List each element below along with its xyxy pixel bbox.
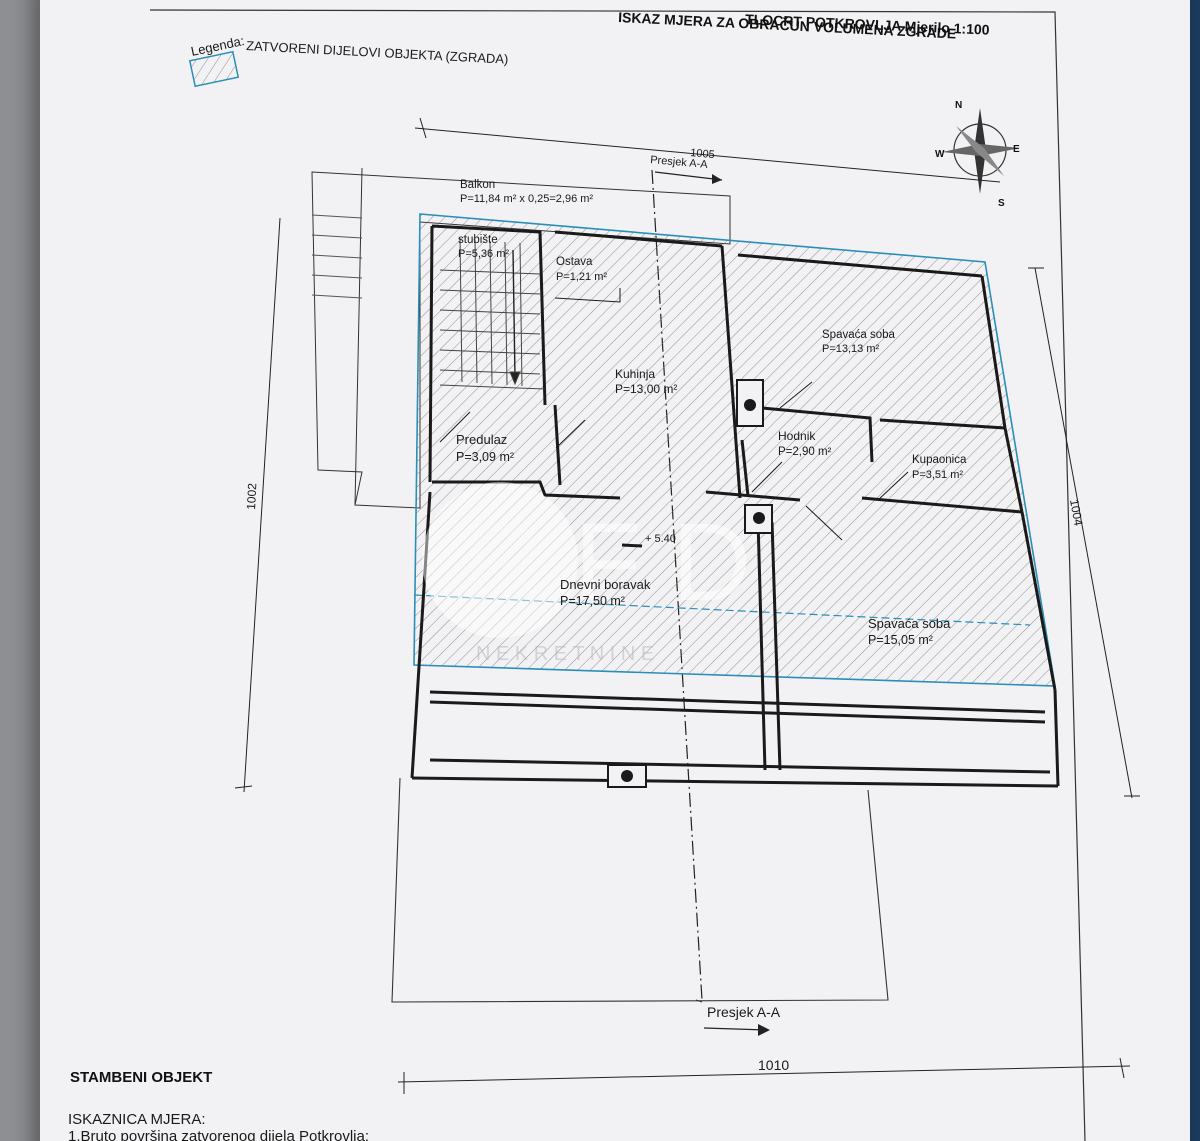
sheet-frame [149, 9, 1086, 1141]
room-dnevni-area: P=17,50 m² [560, 594, 625, 608]
room-hodnik-name: Hodnik [778, 429, 816, 443]
roof-line [413, 594, 1031, 626]
lower-outline [391, 777, 889, 1003]
room-balkon-area: P=11,84 m² x 0,25=2,96 m² [460, 193, 593, 205]
legend-item: ZATVORENI DIJELOVI OBJEKTA (ZGRADA) [246, 38, 509, 67]
room-kupaonica-name: Kupaonica [912, 454, 967, 466]
door-swings [439, 288, 909, 541]
room-kupaonica-area: P=3,51 m² [912, 469, 963, 481]
compass-n: N [955, 100, 962, 111]
dimension-right: 1004 [1028, 267, 1140, 799]
walls [410, 224, 1060, 788]
room-stubiste-name: stubište [458, 234, 498, 246]
compass-w: W [935, 149, 945, 160]
watermark-subtitle: N E K R E T N I N E [476, 643, 654, 665]
watermark-letters: R F D [464, 501, 751, 624]
chimney-icons [607, 379, 773, 788]
room-stubiste-area: P=5,36 m² [458, 248, 509, 260]
footer-iskaznica: ISKAZNICA MJERA: [68, 1111, 206, 1128]
room-balkon-name: Balkon [460, 179, 495, 191]
watermark: R F D N E K R E T N I N E [422, 482, 751, 665]
footer-object: STAMBENI OBJEKT [70, 1069, 212, 1086]
section-bottom-label: Presjek A-A [707, 1004, 781, 1020]
compass-rose-icon: N E S W [935, 100, 1020, 209]
dimension-top: 1005 [414, 117, 1001, 183]
room-predulaz-area: P=3,09 m² [456, 450, 514, 464]
room-spavaca1-name: Spavaća soba [822, 329, 895, 341]
room-kuhinja-area: P=13,00 m² [615, 382, 677, 396]
compass-s: S [998, 198, 1005, 209]
room-kuhinja-name: Kuhinja [615, 367, 655, 381]
room-predulaz-name: Predulaz [456, 432, 507, 447]
room-ostava-name: Ostava [556, 256, 593, 268]
room-spavaca1-area: P=13,13 m² [822, 343, 880, 355]
room-spavaca2-area: P=15,05 m² [868, 633, 933, 647]
footer-line3: 1.Bruto površina zatvorenog dijela Potkr… [68, 1128, 369, 1141]
room-ostava-area: P=1,21 m² [556, 271, 607, 283]
dimension-top-label: 1005 [690, 147, 715, 161]
dimension-left: 1002 [234, 217, 281, 793]
legend-swatch [188, 50, 240, 88]
dimension-left-label: 1002 [244, 482, 259, 510]
room-hodnik-area: P=2,90 m² [778, 446, 832, 458]
balkon-steps [311, 214, 363, 299]
room-dnevni-name: Dnevni boravak [560, 577, 651, 592]
room-spavaca2-name: Spavaća soba [868, 616, 951, 631]
section-top-label: Presjek A-A [650, 154, 709, 171]
level-label: + 5.40 [645, 533, 676, 545]
staircase [439, 237, 546, 390]
dimension-bottom: 1010 [397, 1057, 1131, 1094]
compass-e: E [1013, 144, 1020, 155]
level-marker: + 5.40 [621, 533, 676, 548]
dimension-bottom-label: 1010 [758, 1057, 789, 1073]
dimension-right-label: 1004 [1067, 498, 1085, 527]
